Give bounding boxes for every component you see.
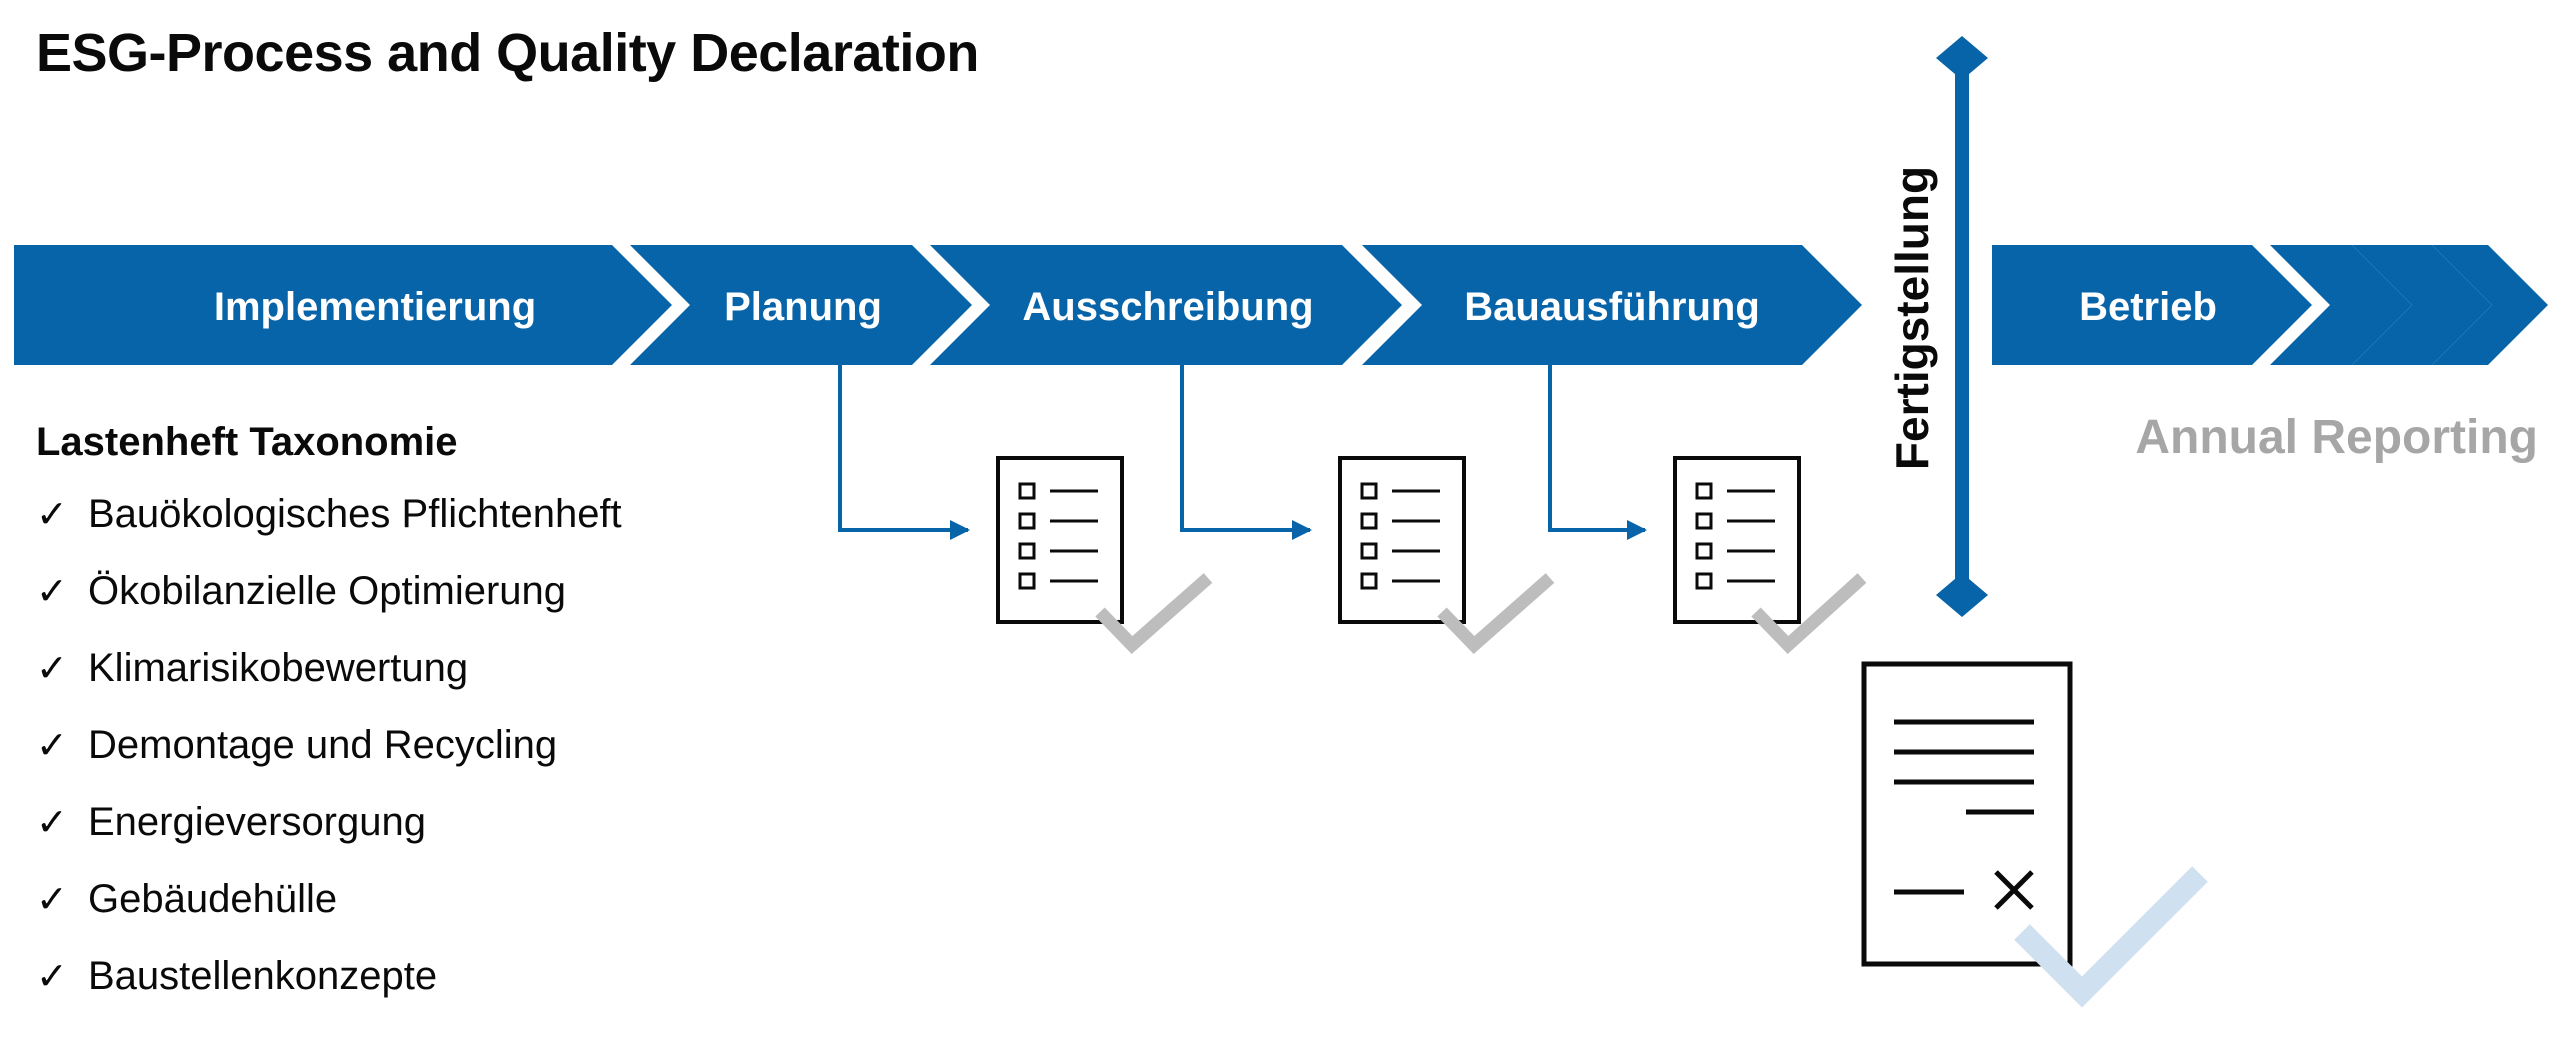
connector-arrow-ausschreibung bbox=[1180, 365, 1312, 540]
list-item: ✓ Baustellenkonzepte bbox=[36, 954, 622, 1031]
checklist-document-icon bbox=[1338, 456, 1466, 624]
milestone-top-diamond bbox=[1936, 36, 1988, 80]
list-item: ✓ Energieversorgung bbox=[36, 800, 622, 877]
list-item: ✓ Ökobilanzielle Optimierung bbox=[36, 569, 622, 646]
lastenheft-list: ✓ Bauökologisches Pflichtenheft ✓ Ökobil… bbox=[36, 492, 622, 1031]
list-item: ✓ Klimarisikobewertung bbox=[36, 646, 622, 723]
check-icon: ✓ bbox=[36, 802, 68, 844]
check-mark-icon bbox=[1095, 573, 1213, 654]
list-item-label: Klimarisikobewertung bbox=[88, 646, 469, 690]
milestone-label: Fertigstellung bbox=[1886, 166, 1938, 470]
phase-bar bbox=[14, 245, 2548, 365]
phase-planung-shape bbox=[630, 245, 972, 365]
list-item: ✓ Bauökologisches Pflichtenheft bbox=[36, 492, 622, 569]
connector-arrows bbox=[838, 365, 1647, 540]
check-icon: ✓ bbox=[36, 725, 68, 767]
phase-label-planung: Planung bbox=[724, 285, 882, 329]
checklist-document-icon bbox=[1673, 456, 1801, 624]
list-item-label: Ökobilanzielle Optimierung bbox=[88, 569, 567, 613]
phase-label-betrieb: Betrieb bbox=[2079, 285, 2217, 329]
list-item-label: Bauökologisches Pflichtenheft bbox=[88, 492, 622, 536]
phase-label-ausschreibung: Ausschreibung bbox=[1022, 285, 1313, 329]
page-title: ESG-Process and Quality Declaration bbox=[36, 23, 979, 83]
check-icon: ✓ bbox=[36, 494, 68, 536]
list-item-label: Gebäudehülle bbox=[88, 877, 338, 921]
connector-arrow-planung bbox=[838, 365, 970, 540]
milestone-bottom-diamond bbox=[1936, 573, 1988, 617]
check-mark-icon bbox=[1751, 573, 1867, 655]
continuation-chevron-3 bbox=[2432, 245, 2548, 365]
phase-label-bauausfuehrung: Bauausführung bbox=[1464, 285, 1760, 329]
connector-arrow-bauausfuehrung bbox=[1548, 365, 1647, 540]
check-mark-icon bbox=[1437, 573, 1555, 654]
check-icon: ✓ bbox=[36, 879, 68, 921]
milestone-line bbox=[1936, 36, 1988, 617]
check-icon: ✓ bbox=[36, 571, 68, 613]
list-item-label: Baustellenkonzepte bbox=[88, 954, 438, 998]
continuation-chevron-1 bbox=[2270, 245, 2412, 365]
signed-declaration-icon bbox=[1861, 661, 2073, 967]
lastenheft-heading: Lastenheft Taxonomie bbox=[36, 420, 458, 464]
list-item: ✓ Gebäudehülle bbox=[36, 877, 622, 954]
phase-label-implementierung: Implementierung bbox=[214, 285, 536, 329]
checklist-document-icon bbox=[996, 456, 1124, 624]
check-icon: ✓ bbox=[36, 648, 68, 690]
phase-ausschreibung-shape bbox=[930, 245, 1402, 365]
phase-bauausfuehrung-shape bbox=[1362, 245, 1862, 365]
list-item: ✓ Demontage und Recycling bbox=[36, 723, 622, 800]
annual-reporting-label: Annual Reporting bbox=[2135, 411, 2538, 464]
check-icon: ✓ bbox=[36, 956, 68, 998]
phase-betrieb-shape bbox=[1992, 245, 2312, 365]
phase-implementierung-shape bbox=[14, 245, 672, 365]
continuation-chevron-2 bbox=[2352, 245, 2492, 365]
list-item-label: Energieversorgung bbox=[88, 800, 426, 844]
list-item-label: Demontage und Recycling bbox=[88, 723, 558, 767]
approval-check-mark-icon bbox=[2014, 866, 2208, 1008]
